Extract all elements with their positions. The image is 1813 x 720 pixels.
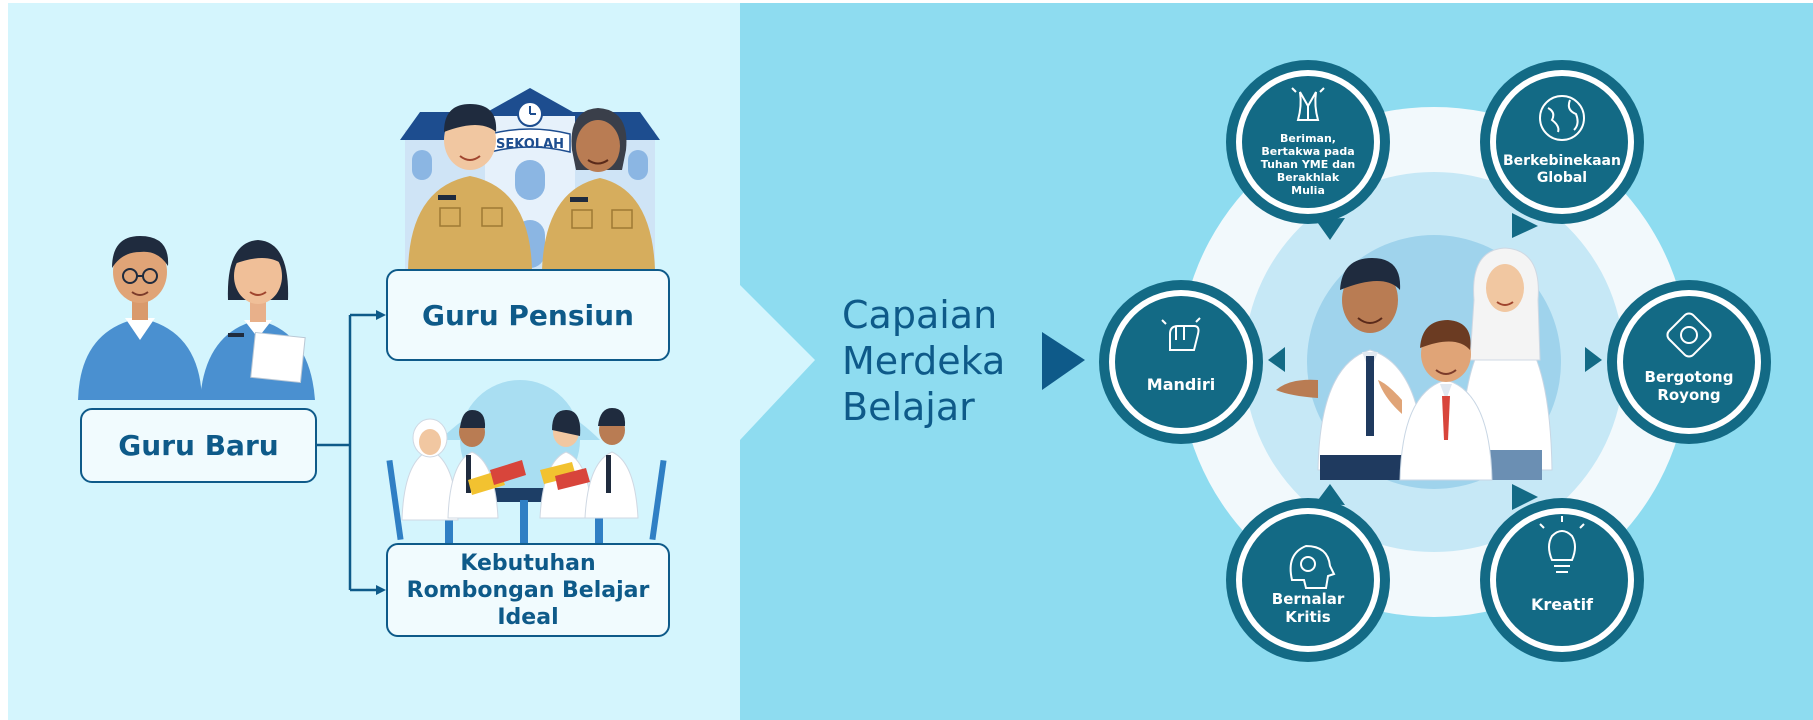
rombongan-illustration <box>386 380 667 543</box>
bubble-label-kreatif: Kreatif <box>1510 590 1614 618</box>
capaian-line-3: Belajar <box>842 385 975 429</box>
bergotong-line-1: Bergotong <box>1644 368 1734 386</box>
berkebinekaan-line-2: Global <box>1536 170 1588 186</box>
center-students-illustration <box>1276 247 1553 481</box>
globe-icon <box>1539 95 1585 141</box>
connector-lines <box>317 313 378 592</box>
bergotong-line-2: Royong <box>1657 386 1721 404</box>
beriman-line-2: Bertakwa pada <box>1261 144 1355 158</box>
guru-baru-label: Guru Baru <box>118 429 279 462</box>
bernalar-line-1: Bernalar <box>1271 590 1345 608</box>
bubble-label-beriman: Beriman, Bertakwa pada Tuhan YME dan Ber… <box>1254 130 1362 198</box>
guru-pensiun-box: Guru Pensiun <box>386 269 670 361</box>
capaian-line-2: Merdeka <box>842 339 1006 383</box>
berkebinekaan-line-1: Berkebinekaan <box>1503 153 1621 169</box>
kreatif-line-1: Kreatif <box>1530 594 1594 614</box>
raised-fist-icon <box>1161 317 1201 351</box>
guru-baru-illustration <box>78 236 315 400</box>
arrow-head-rombongan <box>376 585 386 595</box>
lightbulb-icon <box>1539 516 1585 573</box>
rombongan-label-line-2: Rombongan Belajar <box>406 577 650 603</box>
bubble-label-bergotong: Bergotong Royong <box>1630 366 1748 406</box>
praying-hands-icon <box>1291 87 1325 121</box>
guru-pensiun-illustration: SEKOLAH <box>400 88 660 270</box>
joined-hands-icon <box>1666 312 1712 358</box>
bubble-label-mandiri: Mandiri <box>1130 370 1232 398</box>
bubble-label-bernalar: Bernalar Kritis <box>1252 588 1364 628</box>
bubble-label-berkebinekaan: Berkebinekaan Global <box>1498 150 1626 190</box>
rombongan-label-line-3: Ideal <box>497 604 559 630</box>
guru-baru-box: Guru Baru <box>80 408 317 483</box>
arrow-head-pensiun <box>376 310 386 320</box>
rombongan-box: Kebutuhan Rombongan Belajar Ideal <box>386 543 670 637</box>
beriman-line-5: Mulia <box>1291 183 1325 197</box>
bubbles <box>1268 213 1602 510</box>
bernalar-line-2: Kritis <box>1285 608 1331 626</box>
sekolah-sign: SEKOLAH <box>496 137 564 152</box>
guru-pensiun-label: Guru Pensiun <box>422 298 634 332</box>
capaian-heading: Capaian Merdeka Belajar <box>842 292 1005 430</box>
panel-chevron <box>740 285 815 440</box>
beriman-line-4: Berakhlak <box>1276 170 1340 184</box>
capaian-line-1: Capaian <box>842 293 998 337</box>
play-arrow-icon <box>1042 332 1085 390</box>
beriman-line-1: Beriman, <box>1280 131 1336 145</box>
beriman-line-3: Tuhan YME dan <box>1260 157 1356 171</box>
bubble-icons <box>1161 87 1712 589</box>
bubble-circles <box>1099 60 1771 662</box>
rombongan-label-line-1: Kebutuhan <box>460 550 596 576</box>
brain-gear-icon <box>1289 544 1336 589</box>
mandiri-line-1: Mandiri <box>1146 374 1216 394</box>
